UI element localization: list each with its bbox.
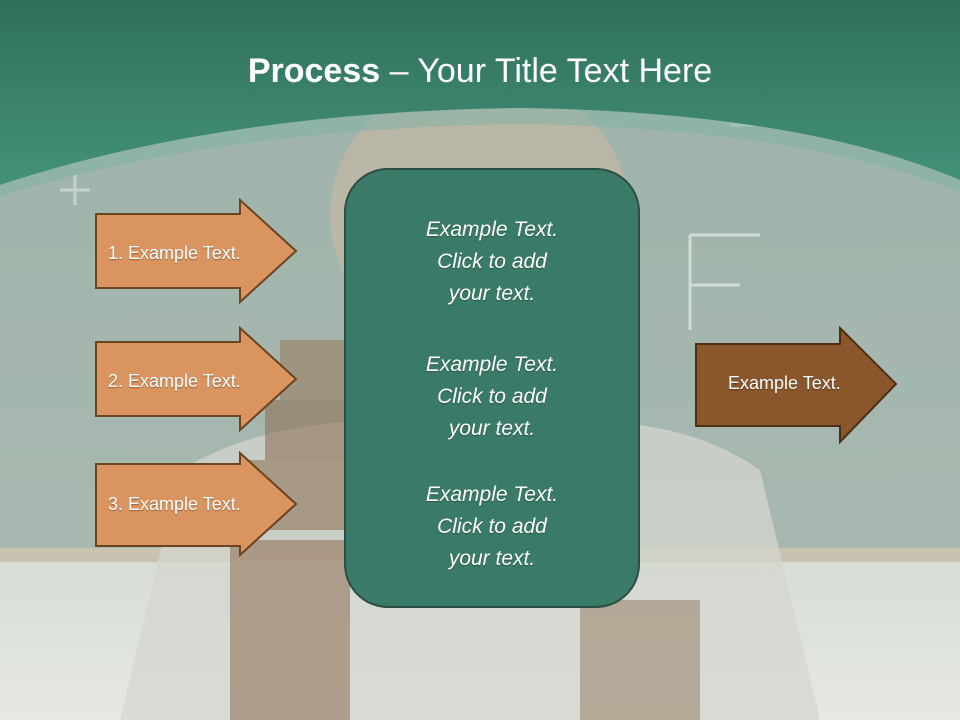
title-bold: Process	[247, 52, 381, 90]
left-arrow-3[interactable]: 3. Example Text.	[94, 451, 300, 557]
center-block-3-line-1: Example Text.	[425, 483, 559, 506]
left-arrow-1[interactable]: 1. Example Text.	[94, 198, 300, 304]
center-text-box[interactable]: Example Text. Click to add your text. Ex…	[344, 168, 640, 608]
center-block-2-line-2: Click to add	[437, 385, 547, 408]
center-block-1-line-2: Click to add	[437, 250, 547, 273]
right-arrow[interactable]: Example Text.	[694, 326, 900, 446]
arrow-shape-3	[95, 451, 298, 557]
right-arrow-shape	[695, 326, 898, 445]
slide-title: Process – Your Title Text Here	[0, 52, 960, 91]
center-block-1-line-3: your text.	[448, 282, 536, 305]
right-arrow-label: Example Text.	[728, 373, 841, 393]
arrow-shape-1	[95, 198, 298, 304]
left-arrow-label-1: 1. Example Text.	[108, 243, 241, 263]
arrow-shape-2	[95, 326, 298, 432]
left-arrow-label-2: 2. Example Text.	[108, 371, 241, 391]
title-rest: – Your Title Text Here	[380, 52, 713, 90]
center-block-1-line-1: Example Text.	[425, 218, 559, 241]
center-text-block-2: Example Text. Click to add your text.	[346, 349, 638, 445]
center-text-block-3: Example Text. Click to add your text.	[346, 479, 638, 575]
center-block-2-line-1: Example Text.	[425, 353, 559, 376]
center-block-3-line-3: your text.	[448, 547, 536, 570]
header-band	[0, 0, 960, 196]
center-text-block-1: Example Text. Click to add your text.	[346, 214, 638, 310]
left-arrow-2[interactable]: 2. Example Text.	[94, 326, 300, 432]
center-block-3-line-2: Click to add	[437, 515, 547, 538]
center-block-2-line-3: your text.	[448, 417, 536, 440]
left-arrow-label-3: 3. Example Text.	[108, 494, 241, 514]
